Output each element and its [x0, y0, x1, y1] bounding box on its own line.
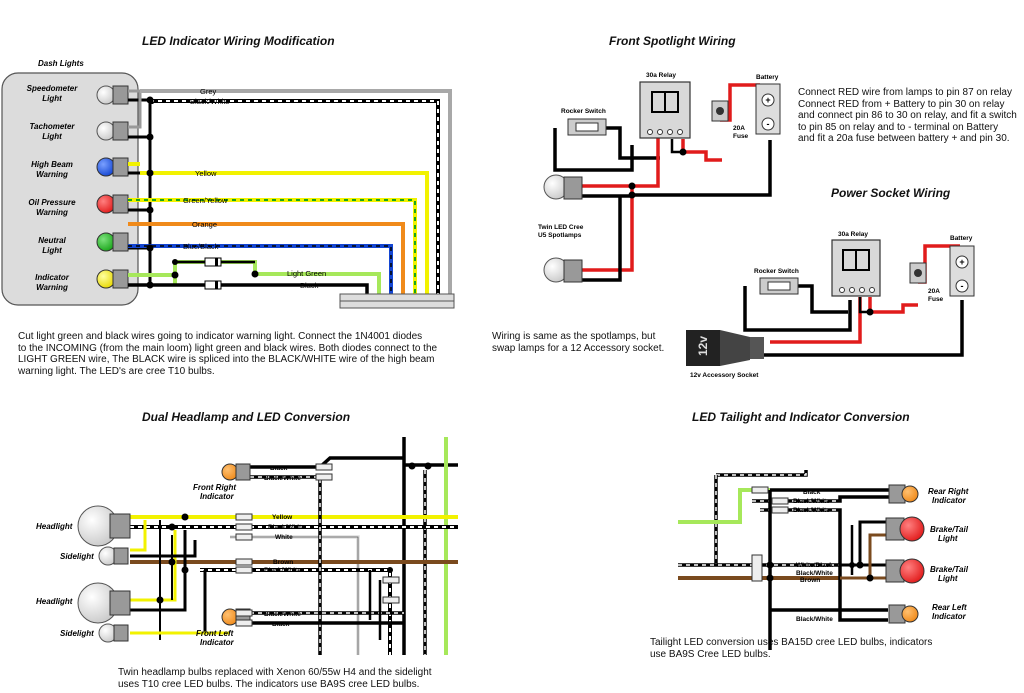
- brake-tail-light-1-bulb: [899, 516, 925, 542]
- dual-headlamp-diagram: Headlight Sidelight Headlight Sidelight …: [36, 437, 458, 655]
- hl-wire-black-1: Black: [270, 465, 288, 472]
- tl-wire-bw-3: Black/White: [796, 570, 833, 577]
- sidelight-label-2: Sidelight: [60, 629, 94, 638]
- hl-wire-bw-4: Black/White: [264, 611, 301, 618]
- front-spotlight-description: Connect RED wire from lamps to pin 87 on…: [798, 87, 1017, 144]
- spot-relay-label: 30a Relay: [646, 72, 676, 79]
- led-indicator-title: LED Indicator Wiring Modification: [142, 34, 335, 48]
- wire-label-black: Black: [300, 281, 319, 290]
- indicator-warning-bulb: [96, 269, 116, 289]
- wire-label-orange: Orange: [192, 220, 217, 229]
- spot-rocker-label: Rocker Switch: [561, 108, 606, 115]
- hl-wire-black-2: Black: [272, 621, 290, 628]
- tl-wire-bw-2: Black/White: [793, 507, 830, 514]
- wire-label-black-white: Black/White: [190, 97, 230, 106]
- front-spotlight-title: Front Spotlight Wiring: [609, 34, 736, 48]
- svg-text:-: -: [961, 281, 964, 291]
- dual-headlamp-title: Dual Headlamp and LED Conversion: [142, 410, 351, 424]
- diode-1: [204, 257, 222, 267]
- wire-label-grey: Grey: [200, 87, 217, 96]
- wire-label-blue-black: Blue/Black: [183, 242, 219, 251]
- led-indicator-description: Cut light green and black wires going to…: [18, 331, 438, 377]
- accessory-socket: [686, 330, 720, 366]
- socket-rocker-label: Rocker Switch: [754, 268, 799, 275]
- svg-text:+: +: [959, 257, 964, 267]
- oil-pressure-bulb: [96, 194, 116, 214]
- hl-wire-bw-3: Black/White: [264, 567, 301, 574]
- tl-wire-brown: Brown: [800, 577, 820, 584]
- socket-relay-label: 30a Relay: [838, 231, 868, 238]
- hl-wire-yellow: Yellow: [272, 514, 293, 521]
- svg-text:-: -: [767, 119, 770, 129]
- headlight-label-1: Headlight: [36, 522, 73, 531]
- hl-wire-brown: Brown: [273, 559, 293, 566]
- tl-wire-black: Black: [803, 489, 821, 496]
- spot-battery-label: Battery: [756, 74, 779, 81]
- speedometer-bulb: [96, 85, 116, 105]
- power-socket-description: Wiring is same as the spotlamps, but swa…: [492, 331, 665, 354]
- hl-wire-bw-2: Black/White: [268, 524, 305, 531]
- svg-text:+: +: [765, 95, 770, 105]
- high-beam-bulb: [96, 157, 116, 177]
- wire-label-yellow: Yellow: [195, 169, 217, 178]
- tailight-title: LED Tailight and Indicator Conversion: [692, 410, 910, 424]
- headlight-label-2: Headlight: [36, 597, 73, 606]
- tl-wire-bw-4: Black/White: [796, 616, 833, 623]
- dash-lights-label: Dash Lights: [38, 59, 84, 68]
- wire-label-green-yellow: Green/Yellow: [183, 196, 228, 205]
- socket-label: 12v Accessory Socket: [690, 372, 759, 379]
- rear-left-indicator-bulb: [901, 605, 919, 623]
- tl-wire-white-black: White/Black: [796, 562, 833, 569]
- tailight-description: Tailight LED conversion uses BA15D cree …: [650, 637, 933, 660]
- tachometer-bulb: [96, 121, 116, 141]
- dual-headlamp-description: Twin headlamp bulbs replaced with Xenon …: [118, 667, 432, 690]
- sidelight-label-1: Sidelight: [60, 552, 94, 561]
- diode-2: [204, 280, 222, 290]
- brake-tail-light-2-bulb: [899, 558, 925, 584]
- tl-wire-bw-1: Black/White: [793, 498, 830, 505]
- rear-right-indicator-bulb: [901, 485, 919, 503]
- hl-wire-bw-1: Black/White: [264, 475, 301, 482]
- hl-wire-white: White: [275, 534, 293, 541]
- dash-bulbs: [96, 85, 129, 289]
- socket-12v-text: 12v: [696, 336, 710, 356]
- power-socket-title: Power Socket Wiring: [831, 186, 951, 200]
- wire-label-light-green: Light Green: [287, 269, 326, 278]
- socket-battery-label: Battery: [950, 235, 973, 242]
- neutral-bulb: [96, 232, 116, 252]
